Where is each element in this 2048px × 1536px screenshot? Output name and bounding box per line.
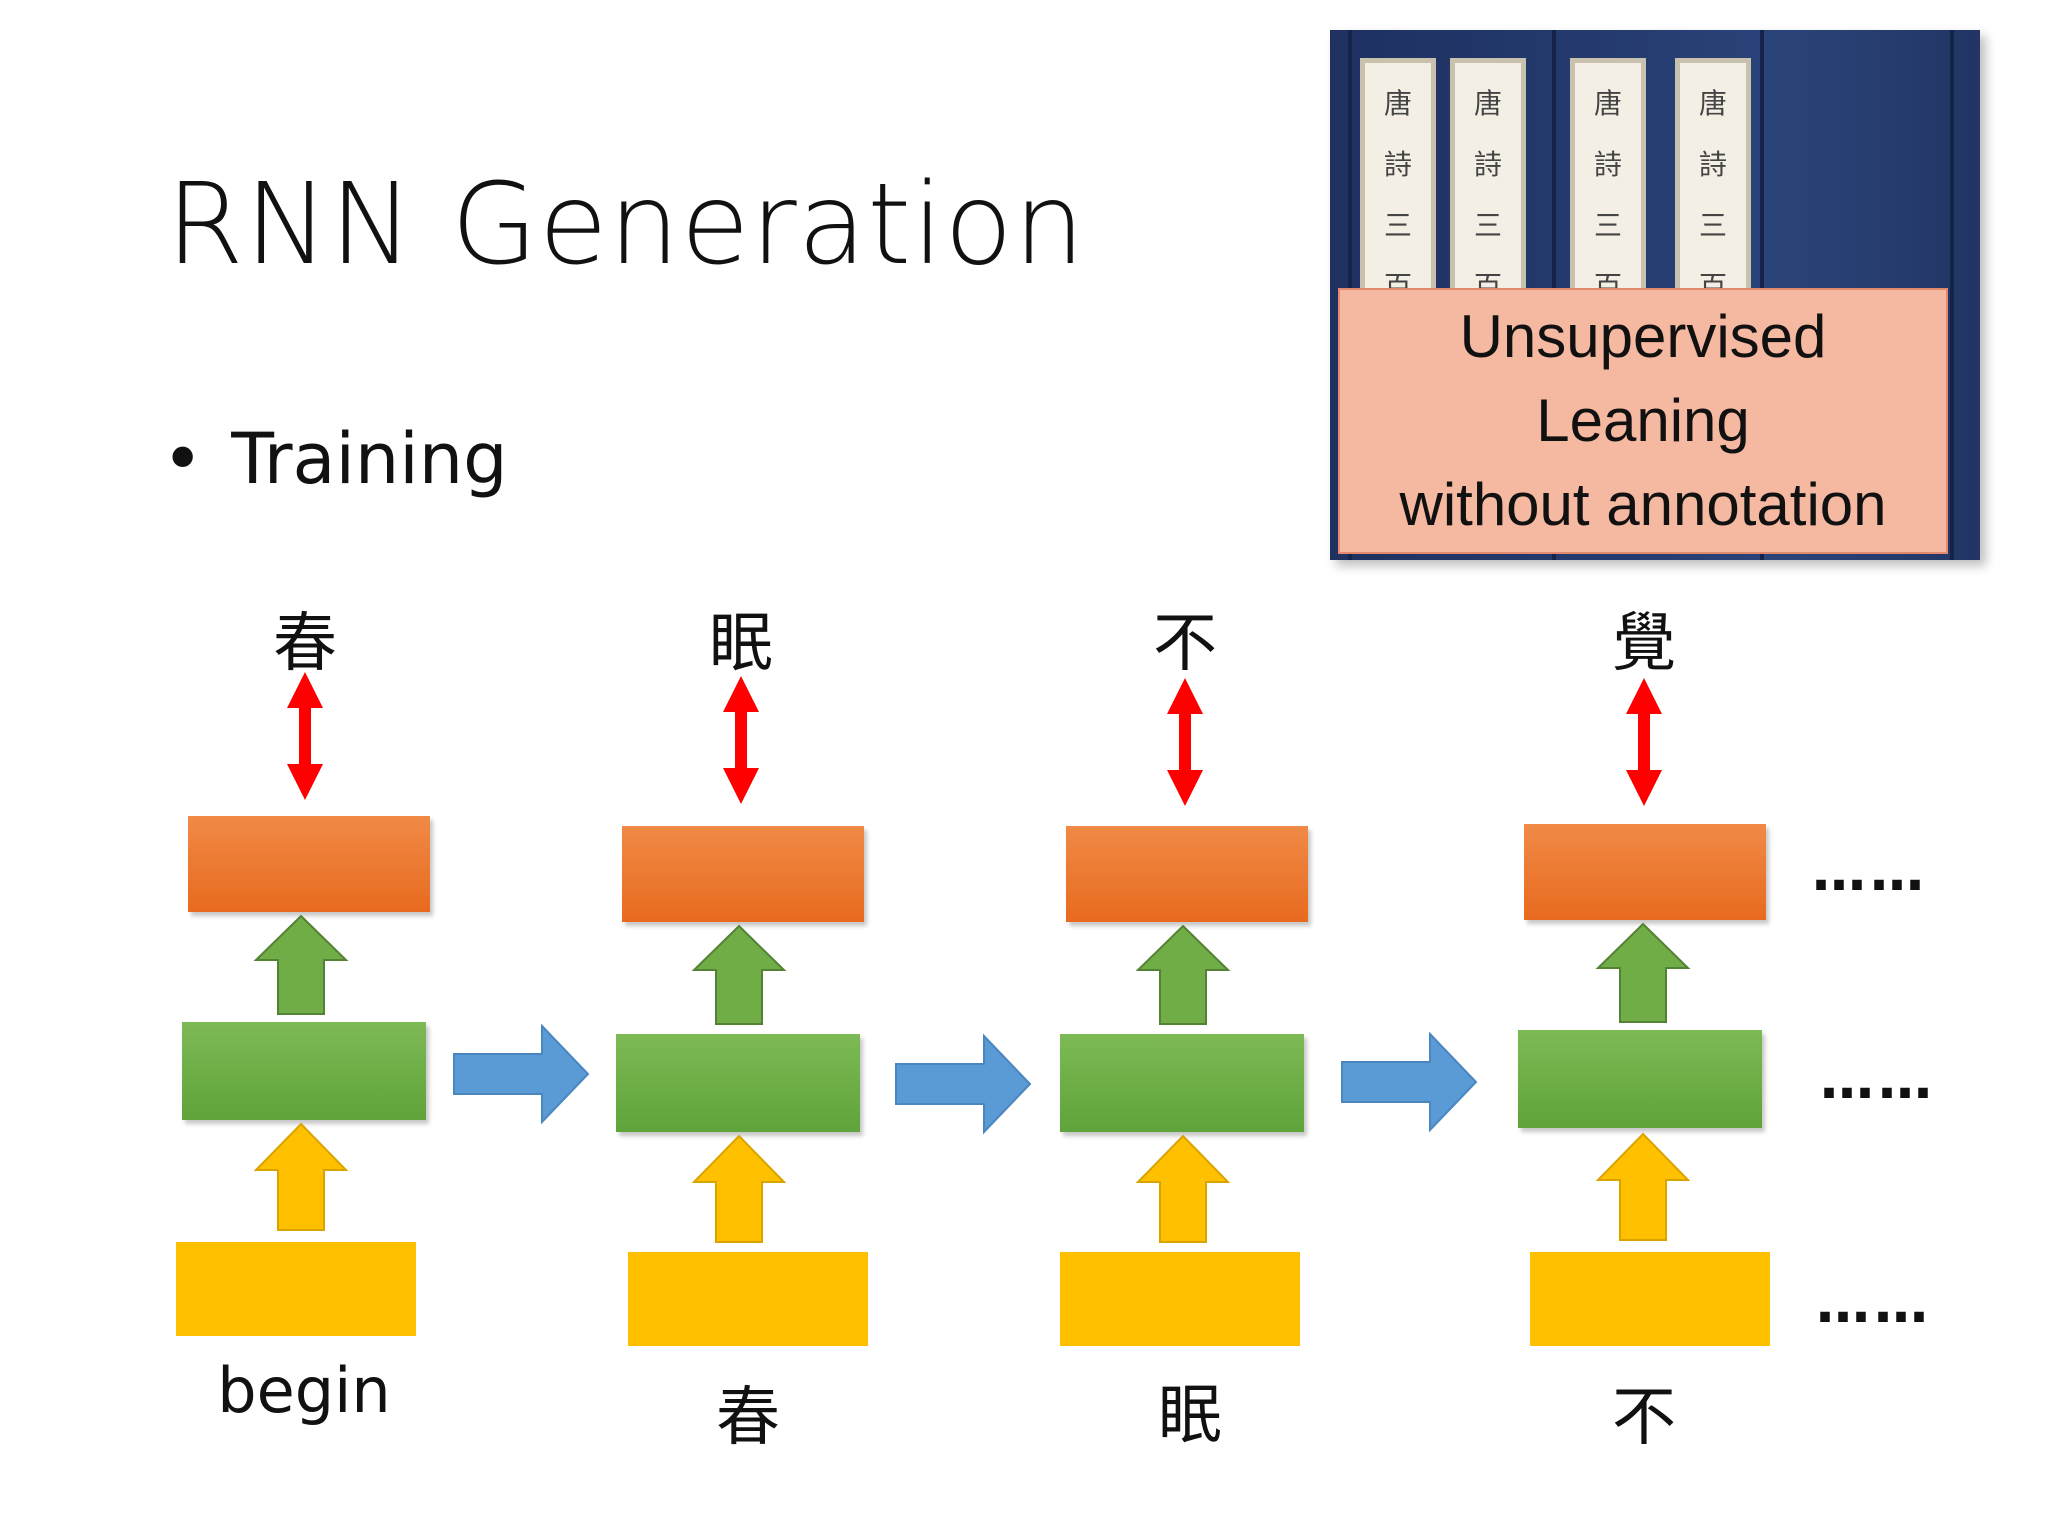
input-to-hidden-arrow-1 (253, 1122, 349, 1231)
recurrent-arrow-2 (895, 1033, 1032, 1135)
input-label-3: 眠 (1158, 1379, 1222, 1453)
callout-line: without annotation (1399, 471, 1887, 538)
input-continuation: …… (1816, 1272, 1932, 1335)
book-spine-label: 唐詩三百 (1360, 58, 1436, 328)
input-layer-1 (176, 1242, 416, 1336)
target-compare-arrow-2 (723, 676, 759, 804)
input-layer-3 (1060, 1252, 1300, 1346)
hidden-to-output-arrow-3 (1135, 924, 1231, 1025)
input-to-hidden-arrow-4 (1595, 1132, 1691, 1241)
hidden-to-output-arrow-2 (691, 924, 787, 1025)
bullet-dot: • (162, 418, 204, 500)
hidden-layer-3 (1060, 1034, 1304, 1132)
input-layer-2 (628, 1252, 868, 1346)
bullet-training: • Training (162, 418, 508, 500)
book-stitch (1950, 30, 1954, 560)
callout-line: Leaning (1536, 387, 1750, 454)
hidden-to-output-arrow-4 (1595, 922, 1691, 1023)
output-layer-3 (1066, 826, 1308, 922)
target-char-1: 春 (273, 607, 337, 681)
output-layer-1 (188, 816, 430, 912)
hidden-continuation: …… (1820, 1048, 1936, 1111)
unsupervised-callout: Unsupervised Leaning without annotation (1338, 288, 1948, 554)
input-to-hidden-arrow-2 (691, 1134, 787, 1243)
book-spine-label: 唐詩三百 (1675, 58, 1751, 328)
target-compare-arrow-4 (1626, 678, 1662, 806)
target-char-3: 不 (1153, 607, 1217, 681)
input-label-1: begin (217, 1354, 391, 1427)
target-compare-arrow-3 (1167, 678, 1203, 806)
input-layer-4 (1530, 1252, 1770, 1346)
target-compare-arrow-1 (287, 672, 323, 800)
input-label-2: 春 (716, 1381, 780, 1455)
hidden-to-output-arrow-1 (253, 914, 349, 1015)
hidden-layer-1 (182, 1022, 426, 1120)
callout-line: Unsupervised (1459, 303, 1827, 370)
hidden-layer-4 (1518, 1030, 1762, 1128)
output-layer-2 (622, 826, 864, 922)
output-continuation: …… (1812, 840, 1928, 903)
bullet-text: Training (231, 418, 508, 500)
input-to-hidden-arrow-3 (1135, 1134, 1231, 1243)
target-char-4: 覺 (1612, 607, 1676, 681)
recurrent-arrow-1 (453, 1023, 590, 1125)
hidden-layer-2 (616, 1034, 860, 1132)
target-char-2: 眠 (709, 607, 773, 681)
input-label-4: 不 (1612, 1381, 1676, 1455)
slide-title: RNN Generation (166, 160, 1086, 290)
recurrent-arrow-3 (1341, 1031, 1478, 1133)
output-layer-4 (1524, 824, 1766, 920)
